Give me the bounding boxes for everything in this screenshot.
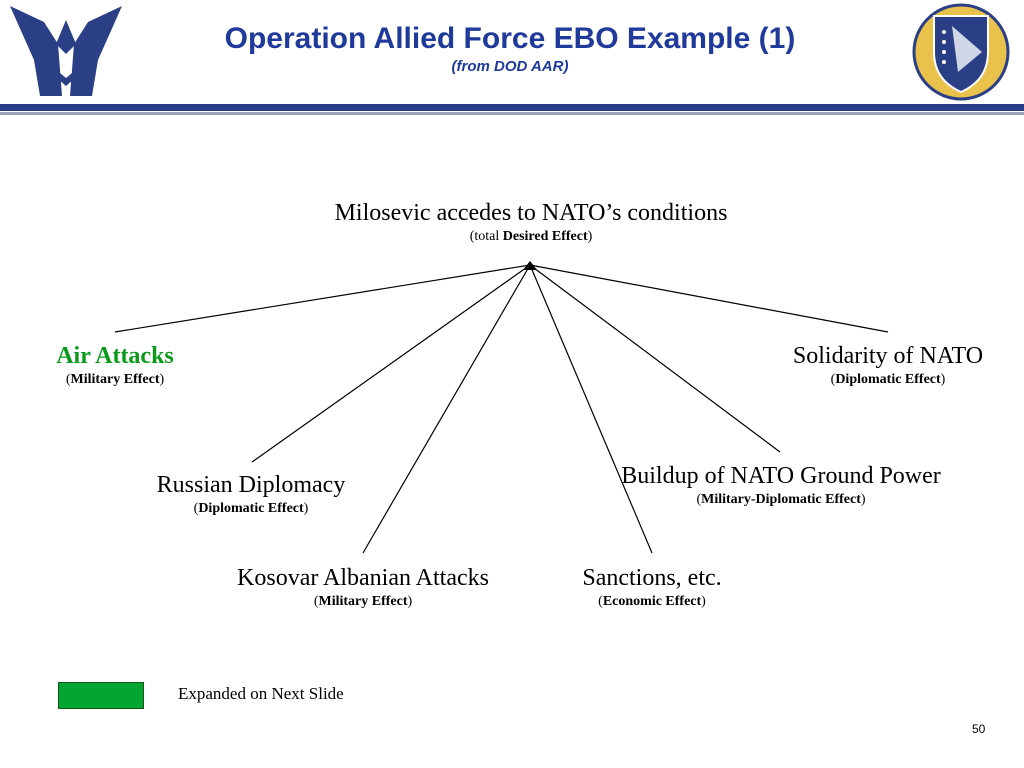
node-solidarity: Solidarity of NATO (Diplomatic Effect) [758,342,1018,390]
page-number: 50 [972,722,986,736]
link-air-attacks [114,264,531,333]
slide-title: Operation Allied Force EBO Example (1) [224,22,796,55]
node-name: Solidarity of NATO [792,343,984,369]
node-name: Buildup of NATO Ground Power [621,463,941,489]
node-sanctions: Sanctions, etc. (Economic Effect) [552,564,752,612]
node-effect: Diplomatic Effect [835,372,941,387]
header-divider-thin [0,112,1024,115]
node-name: Air Attacks [56,343,174,369]
slide-subtitle: (from DOD AAR) [451,58,569,75]
node-name: Kosovar Albanian Attacks [237,565,489,591]
root-node-effect-prefix: total [474,229,500,244]
legend-swatch [58,682,144,709]
node-air-attacks: Air Attacks (Military Effect) [15,342,215,390]
root-node-effect: Desired Effect [502,229,588,244]
node-ground-power: Buildup of NATO Ground Power (Military-D… [571,462,991,510]
node-effect: Military-Diplomatic Effect [701,492,861,507]
header-divider [0,104,1024,111]
afrl-shield-icon [908,2,1014,107]
link-ground-power [529,264,781,453]
legend-label: Expanded on Next Slide [178,684,344,703]
root-node: Milosevic accedes to NATO’s conditions (… [231,199,831,247]
node-name: Sanctions, etc. [582,565,722,591]
node-name: Russian Diplomacy [156,472,346,498]
link-sanctions [529,264,653,554]
node-effect: Military Effect [318,594,408,609]
node-russian-diplomacy: Russian Diplomacy (Diplomatic Effect) [121,471,381,519]
arrowhead-icon [523,261,537,270]
node-kosovar: Kosovar Albanian Attacks (Military Effec… [193,564,533,612]
link-solidarity [529,264,889,333]
root-node-name: Milosevic accedes to NATO’s conditions [334,200,728,226]
air-force-wings-icon [4,0,128,107]
node-effect: Diplomatic Effect [198,501,304,516]
link-russian-diplomacy [251,264,531,463]
node-effect: Economic Effect [602,594,702,609]
node-effect: Military Effect [70,372,160,387]
link-kosovar [362,264,531,554]
